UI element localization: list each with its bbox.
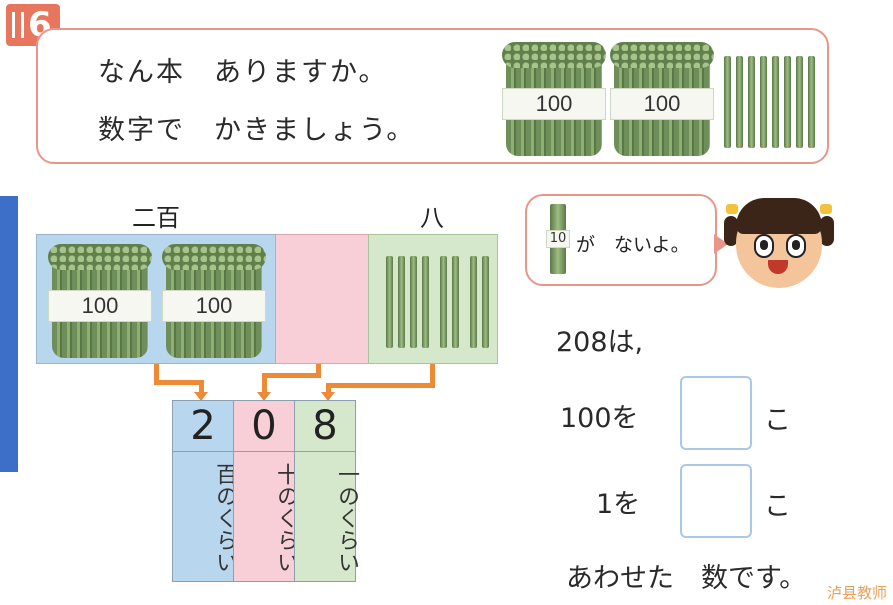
tens-column: 0 十のくらい	[233, 400, 298, 582]
bundle-label: 100	[502, 88, 606, 120]
hundreds-digit: 2	[173, 401, 233, 452]
left-edge-strip	[0, 196, 18, 472]
tens-digit: 0	[234, 401, 294, 452]
row1-prefix: 100を	[560, 403, 639, 434]
ones-place-label: 一のくらい	[334, 463, 359, 573]
ten-bundle-label: 10	[546, 230, 570, 248]
question-line-1: なん本 ありますか。	[98, 57, 388, 88]
answer-intro: 208は,	[556, 327, 644, 358]
hundreds-count-input[interactable]	[680, 376, 752, 450]
answer-closing: あわせた 数です。	[566, 563, 807, 594]
hundreds-label: 二百	[132, 204, 180, 232]
ten-bundle-icon: 10	[546, 204, 570, 274]
badge-bars-icon	[12, 12, 24, 38]
bundle-label: 100	[162, 290, 266, 322]
girl-character-icon	[724, 194, 836, 294]
bundle-label: 100	[48, 290, 152, 322]
row2-prefix: 1を	[596, 489, 641, 520]
hundred-bundle-icon: 100	[162, 244, 266, 358]
hundred-bundle-icon: 100	[610, 42, 714, 156]
row1-suffix: こ	[764, 405, 791, 436]
hundred-bundle-icon: 100	[48, 244, 152, 358]
tens-label: 八	[420, 204, 444, 232]
watermark: 泸县教师	[826, 584, 887, 602]
tens-place-label: 十のくらい	[273, 463, 298, 573]
bubble-text: が ないよ。	[576, 234, 690, 256]
bundle-label: 100	[610, 88, 714, 120]
question-line-2: 数字で かきましょう。	[98, 115, 416, 146]
row2-suffix: こ	[764, 491, 791, 522]
hundred-bundle-icon: 100	[502, 42, 606, 156]
hundreds-column: 2 百のくらい	[172, 400, 237, 582]
ones-digit: 8	[295, 401, 355, 452]
tens-panel	[276, 234, 368, 364]
ones-count-input[interactable]	[680, 464, 752, 538]
hundreds-place-label: 百のくらい	[212, 463, 237, 573]
ones-column: 8 一のくらい	[294, 400, 359, 582]
